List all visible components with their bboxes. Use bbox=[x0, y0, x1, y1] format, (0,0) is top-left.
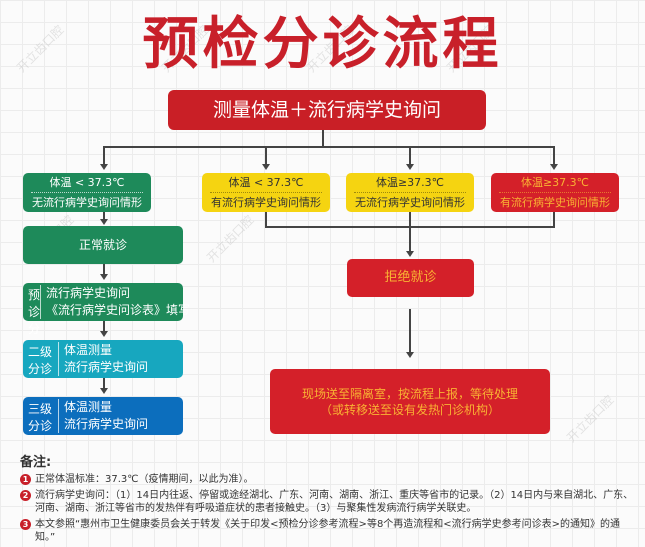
isolation-box: 现场送至隔离室，按流程上报，等待处理 （或转移送至设有发热门诊机构） bbox=[270, 369, 550, 434]
step-label: 预诊分诊 bbox=[23, 285, 42, 353]
connector bbox=[409, 226, 411, 252]
connector bbox=[103, 146, 543, 148]
number-badge-icon: 2 bbox=[20, 490, 31, 501]
condition-box-fever-no-history: 体温≥37.3℃ 无流行病学史询问情形 bbox=[346, 173, 474, 212]
connector bbox=[409, 146, 411, 165]
connector bbox=[103, 321, 105, 333]
arrow-icon bbox=[100, 388, 108, 394]
condition-history: 有流行病学史询问情形 bbox=[500, 196, 610, 209]
condition-temp: 体温 < 37.3℃ bbox=[31, 173, 143, 193]
number-badge-icon: 3 bbox=[20, 519, 31, 530]
condition-temp: 体温≥37.3℃ bbox=[499, 173, 611, 193]
note-item: 1 正常体温标准：37.3℃（疫情期间，以此为准）。 bbox=[20, 473, 635, 486]
arrow-icon bbox=[550, 164, 558, 170]
arrow-icon bbox=[406, 164, 414, 170]
page-title: 预检分诊流程 bbox=[142, 12, 503, 77]
condition-temp: 体温 < 37.3℃ bbox=[210, 173, 322, 193]
refuse-visit-box: 拒绝就诊 bbox=[347, 259, 474, 297]
note-text: 流行病学史询问：（1）14日内往返、停留或途经湖北、广东、河南、湖南、浙江、重庆… bbox=[35, 490, 634, 514]
condition-box-fever-with-history: 体温≥37.3℃ 有流行病学史询问情形 bbox=[491, 173, 619, 212]
condition-history: 有流行病学史询问情形 bbox=[211, 196, 321, 209]
step-label: 三级分诊 bbox=[23, 399, 59, 433]
connector bbox=[409, 212, 411, 227]
connector bbox=[409, 309, 411, 353]
second-triage-box: 二级分诊 体温测量流行病学史询问 bbox=[23, 340, 183, 378]
note-item: 2 流行病学史询问：（1）14日内往返、停留或途经湖北、广东、河南、湖南、浙江、… bbox=[20, 489, 635, 515]
note-item: 3 本文参照“惠州市卫生健康委员会关于转发《关于印发<预检分诊参考流程>等8个再… bbox=[20, 518, 635, 544]
arrow-icon bbox=[100, 219, 108, 225]
condition-temp: 体温≥37.3℃ bbox=[354, 173, 466, 193]
connector bbox=[103, 212, 105, 221]
isolation-line1: 现场送至隔离室，按流程上报，等待处理 bbox=[301, 386, 518, 401]
note-text: 本文参照“惠州市卫生健康委员会关于转发《关于印发<预检分诊参考流程>等8个再造流… bbox=[35, 519, 621, 543]
connector bbox=[103, 264, 105, 276]
condition-history: 无流行病学史询问情形 bbox=[32, 196, 142, 209]
notes-heading: 备注: bbox=[20, 455, 52, 470]
number-badge-icon: 1 bbox=[20, 474, 31, 485]
connector bbox=[103, 146, 105, 165]
arrow-icon bbox=[100, 164, 108, 170]
pre-triage-box: 预诊分诊 流行病学史询问《流行病学史问诊表》填写 bbox=[23, 283, 190, 353]
connector bbox=[543, 146, 555, 148]
watermark: 开立齿口腔 bbox=[564, 392, 617, 446]
arrow-icon bbox=[406, 352, 414, 358]
connector bbox=[553, 146, 555, 165]
step-text: 体温测量流行病学史询问 bbox=[64, 400, 149, 431]
step-text: 流行病学史询问《流行病学史问诊表》填写 bbox=[46, 286, 191, 317]
notes-section: 备注: 1 正常体温标准：37.3℃（疫情期间，以此为准）。 2 流行病学史询问… bbox=[20, 451, 635, 547]
measure-temp-history-box: 测量体温＋流行病学史询问 bbox=[168, 90, 486, 130]
arrow-icon bbox=[262, 164, 270, 170]
isolation-line2: （或转移送至设有发热门诊机构） bbox=[319, 402, 500, 417]
connector bbox=[265, 212, 267, 227]
note-text: 正常体温标准：37.3℃（疫情期间，以此为准）。 bbox=[35, 474, 254, 485]
connector bbox=[265, 146, 267, 165]
third-triage-box: 三级分诊 体温测量流行病学史询问 bbox=[23, 397, 183, 435]
step-label: 二级分诊 bbox=[23, 342, 59, 376]
watermark: 开立齿口腔 bbox=[204, 212, 257, 266]
arrow-icon bbox=[100, 274, 108, 280]
connector bbox=[322, 130, 324, 147]
step-text: 体温测量流行病学史询问 bbox=[64, 343, 149, 374]
condition-history: 无流行病学史询问情形 bbox=[355, 196, 465, 209]
arrow-icon bbox=[406, 251, 414, 257]
condition-box-normal-with-history: 体温 < 37.3℃ 有流行病学史询问情形 bbox=[202, 173, 330, 212]
normal-visit-box: 正常就诊 bbox=[23, 226, 183, 264]
arrow-icon bbox=[100, 331, 108, 337]
connector bbox=[553, 212, 555, 227]
condition-box-normal-no-history: 体温 < 37.3℃ 无流行病学史询问情形 bbox=[23, 173, 151, 212]
connector bbox=[103, 378, 105, 390]
